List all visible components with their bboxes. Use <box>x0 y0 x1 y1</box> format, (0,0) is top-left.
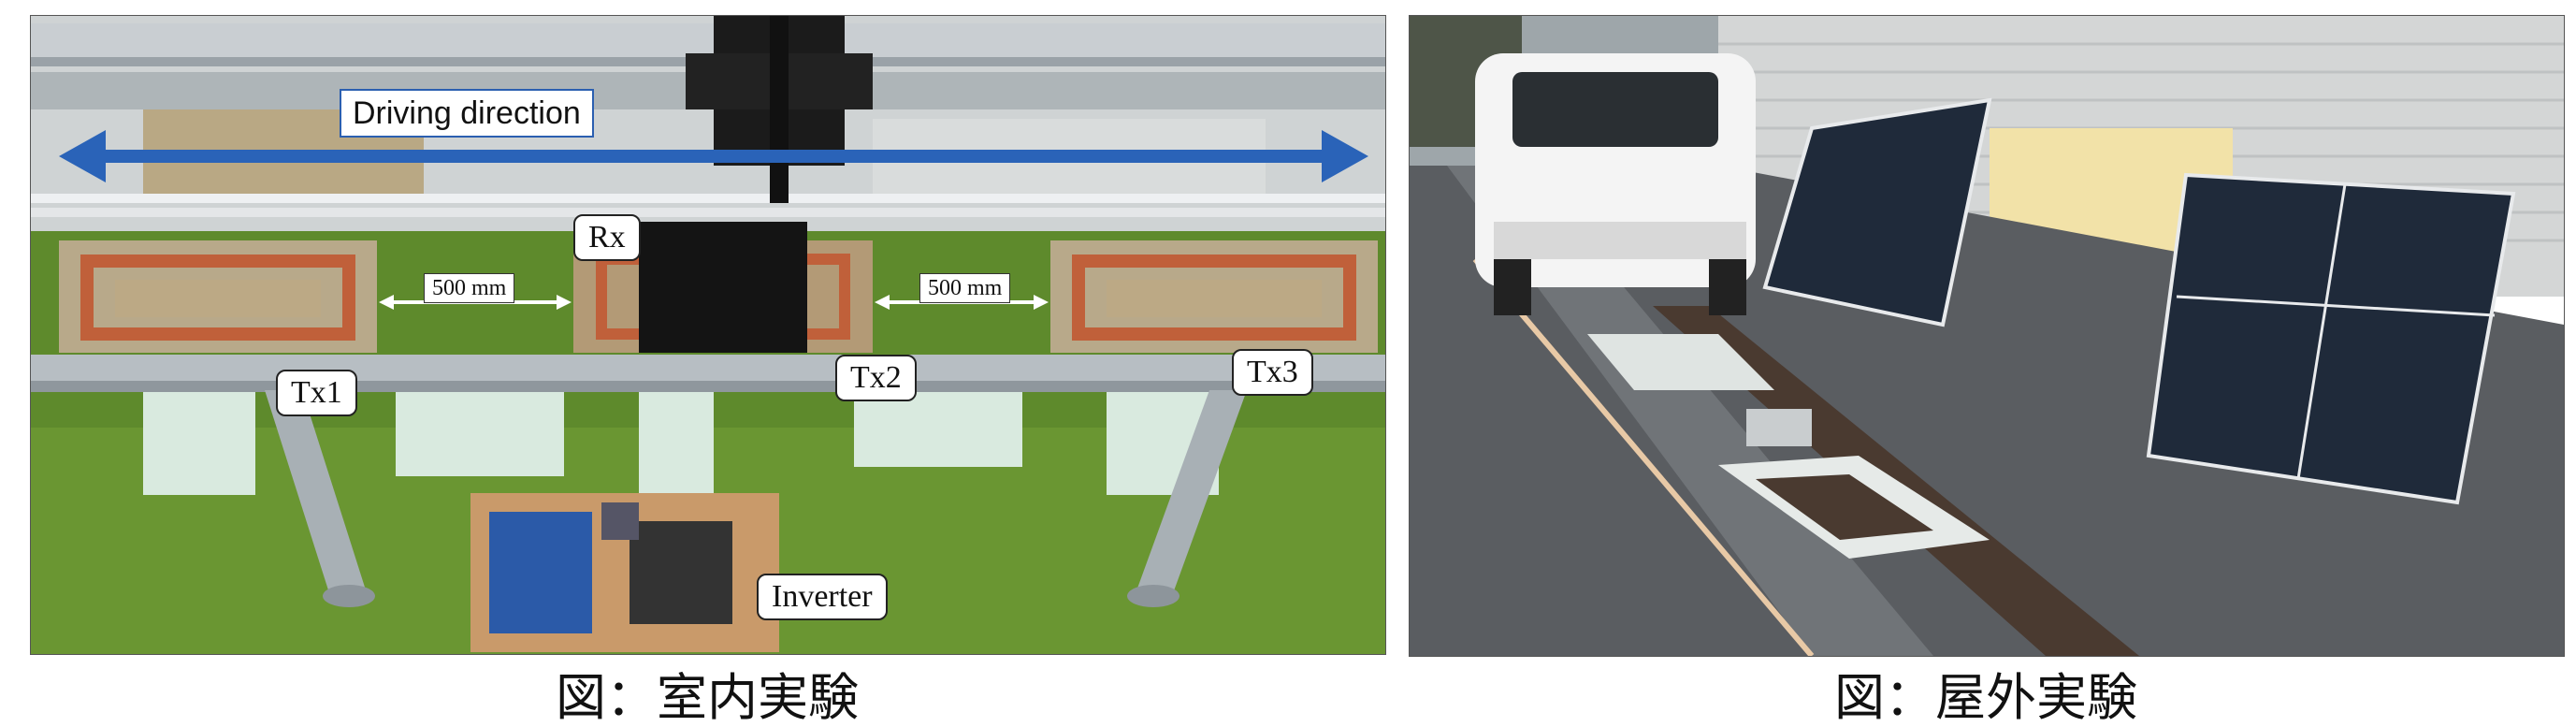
tx2-label: Tx2 <box>835 355 917 401</box>
inverter-board <box>470 493 779 652</box>
tx3-label: Tx3 <box>1232 349 1313 396</box>
indoor-scene <box>31 16 1385 654</box>
indoor-caption: 図：室内実験 <box>556 668 859 727</box>
tx3-coil <box>1050 240 1378 353</box>
tx1-label: Tx1 <box>276 370 357 416</box>
outdoor-experiment-photo <box>1409 15 2565 657</box>
tx1-coil <box>59 240 377 353</box>
gap-right-label: 500 mm <box>919 273 1011 303</box>
inverter-label: Inverter <box>757 574 888 620</box>
indoor-experiment-photo: Driving direction Rx Tx1 Tx2 Tx3 Inverte… <box>30 15 1386 655</box>
outdoor-caption: 図：屋外実験 <box>1834 668 2137 727</box>
electric-van <box>1475 53 1756 315</box>
driving-direction-label: Driving direction <box>340 89 594 138</box>
solar-panel-left <box>1762 97 1992 327</box>
driving-direction-arrow <box>59 130 1368 182</box>
ground-coil-pad <box>1587 334 1990 559</box>
rx-label: Rx <box>573 214 641 261</box>
outdoor-scene <box>1410 16 2564 656</box>
solar-panel-right <box>2146 172 2516 505</box>
gap-left-label: 500 mm <box>424 273 515 303</box>
